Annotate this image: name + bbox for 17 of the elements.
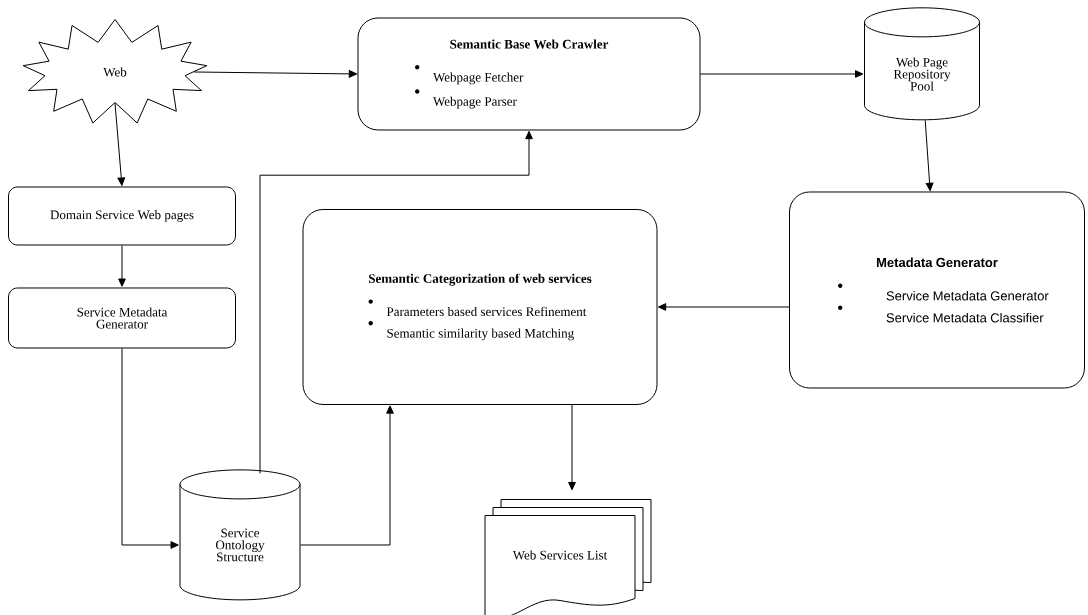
process-box: Semantic Base Web Crawler Webpage Fetcher Webpage Parser [357,17,701,131]
arrow [657,303,790,311]
arrow [121,348,179,549]
process-box: Service Metadata Generator [8,287,236,349]
process-box: Metadata Generator Service Metadata Generator Service Metadata Classifier [789,191,1085,389]
arrow [118,245,126,287]
arrow [568,404,576,491]
process-box: Domain Service Web pages [8,186,236,246]
database-cylinder: Service Ontology Structure [179,469,301,601]
arrow [300,405,394,546]
arrow [193,70,358,78]
document-stack: Web Services List [484,499,652,615]
database-cylinder: Web Page Repository Pool [864,7,980,121]
arrow [924,119,934,192]
arrow [699,70,864,78]
process-box: Semantic Categorization of web services Parameters based services Refinement Semantic similarity based Matching [302,209,658,405]
arrow [259,130,533,474]
